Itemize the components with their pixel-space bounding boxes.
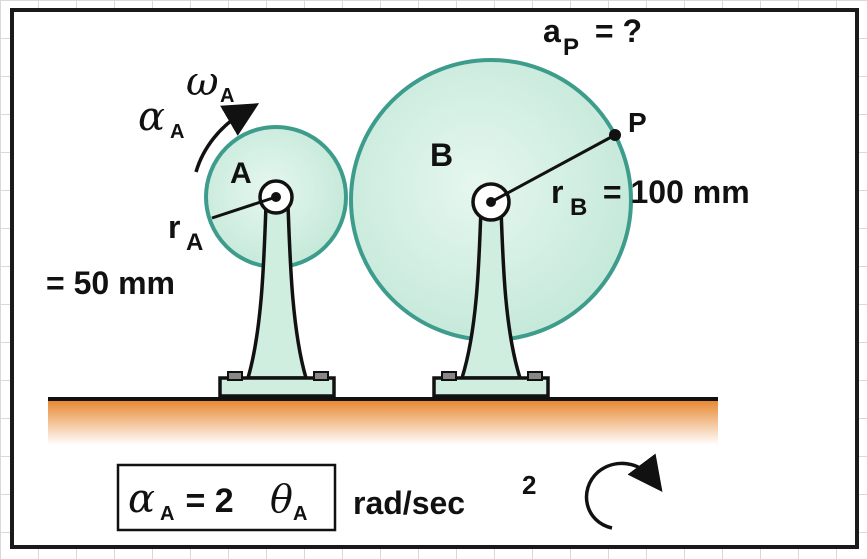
- formula-units-exponent: 2: [522, 470, 536, 500]
- label-p: P: [628, 107, 647, 138]
- ground: [48, 400, 718, 445]
- radius-a-symbol: r: [168, 209, 180, 245]
- alpha-symbol: α: [138, 94, 165, 140]
- omega-symbol: ω: [186, 59, 219, 105]
- rotation-arrow-a: [194, 103, 260, 173]
- accel-p-subscript: P: [563, 34, 579, 61]
- radius-a-line: [211, 195, 277, 220]
- point-p: [609, 129, 621, 141]
- radius-b-symbol: r: [551, 174, 563, 210]
- label-b: B: [430, 137, 453, 173]
- radius-b-value: = 100 mm: [594, 174, 750, 210]
- formula-equals-two: = 2: [176, 482, 234, 520]
- omega-subscript: A: [220, 85, 234, 107]
- radius-b-subscript: B: [570, 194, 587, 221]
- alpha-subscript: A: [170, 121, 184, 143]
- formula-theta: θ: [270, 477, 293, 521]
- formula-units: rad/sec: [353, 485, 465, 521]
- radius-b-line: [490, 133, 616, 204]
- formula-alpha-subscript: A: [160, 503, 174, 525]
- radius-a-subscript: A: [186, 229, 203, 256]
- stand-a: [218, 203, 336, 398]
- radius-a-value: = 50 mm: [46, 265, 175, 301]
- label-a: A: [230, 157, 252, 190]
- formula-theta-subscript: A: [293, 503, 307, 525]
- formula-box: [116, 463, 337, 532]
- formula-alpha: α: [128, 476, 155, 522]
- accel-p-label: a: [543, 13, 561, 49]
- stand-b: [432, 206, 550, 398]
- clockwise-arrow: [584, 453, 663, 530]
- accel-p-question: = ?: [586, 13, 642, 49]
